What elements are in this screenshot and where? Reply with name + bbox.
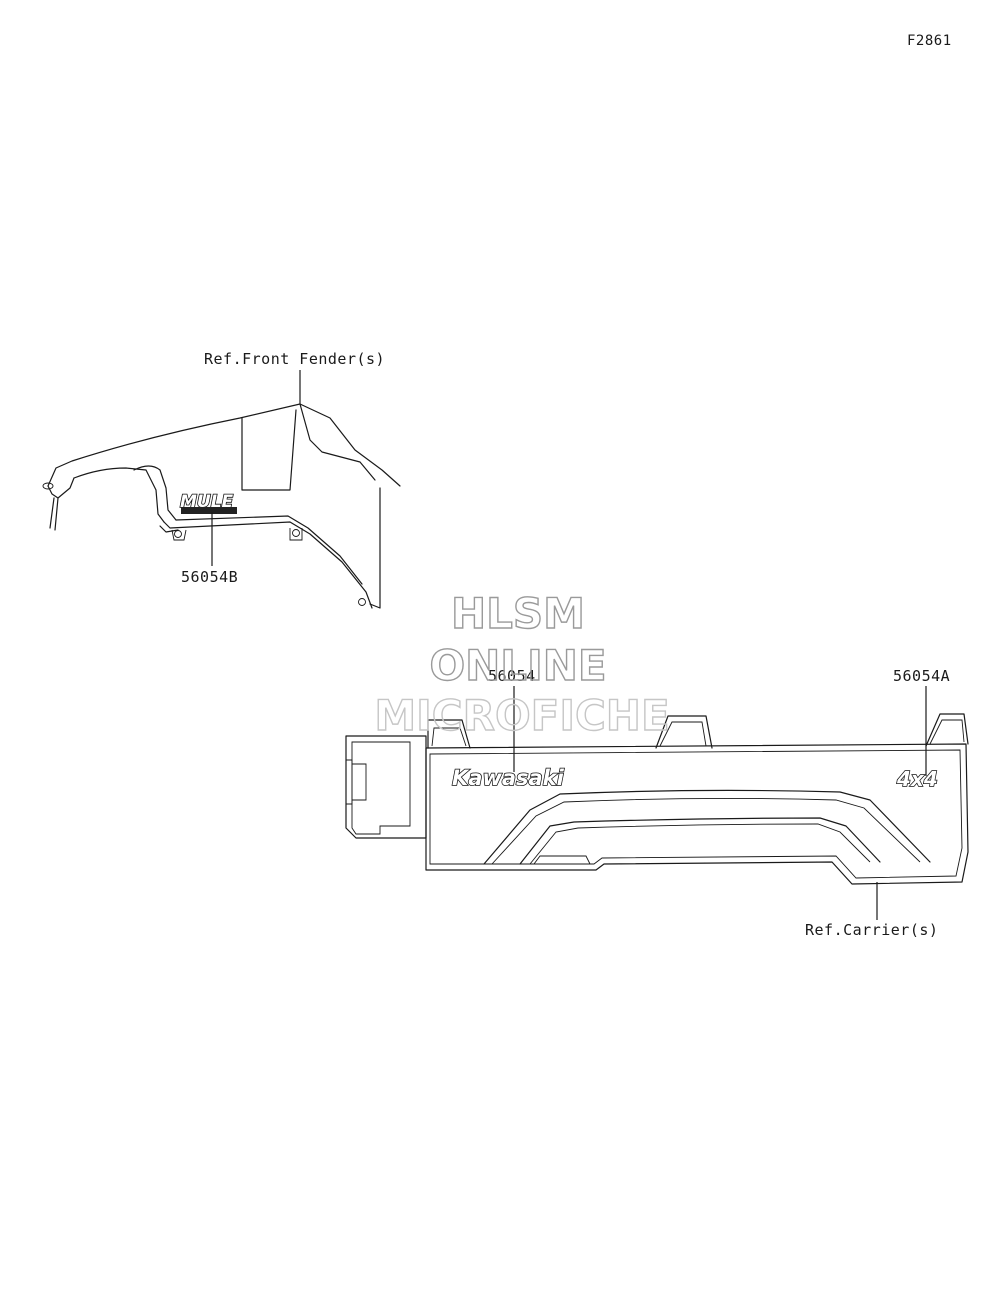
- four-by-four-decal: 4x4: [895, 766, 938, 792]
- watermark: HLSM ONLINE MICROFICHE: [374, 588, 671, 740]
- kawasaki-decal-text: Kawasaki: [452, 766, 565, 790]
- carrier-ref-label: Ref.Carrier(s): [805, 921, 938, 939]
- front-fender-drawing: [42, 403, 401, 609]
- figure-code: F2861: [907, 33, 952, 49]
- watermark-line-2: ONLINE: [429, 641, 606, 690]
- mule-decal: MULE: [179, 491, 237, 514]
- watermark-line-1: HLSM: [451, 589, 585, 638]
- part-56054A-label: 56054A: [893, 667, 950, 685]
- kawasaki-decal: Kawasaki: [451, 765, 565, 791]
- part-56054-label: 56054: [488, 667, 536, 685]
- part-56054B-label: 56054B: [181, 568, 238, 586]
- carrier-drawing: [345, 713, 969, 885]
- watermark-line-3: MICROFICHE: [374, 691, 669, 740]
- four-by-four-decal-text: 4x4: [896, 767, 938, 791]
- front-fender-ref-label: Ref.Front Fender(s): [204, 350, 385, 368]
